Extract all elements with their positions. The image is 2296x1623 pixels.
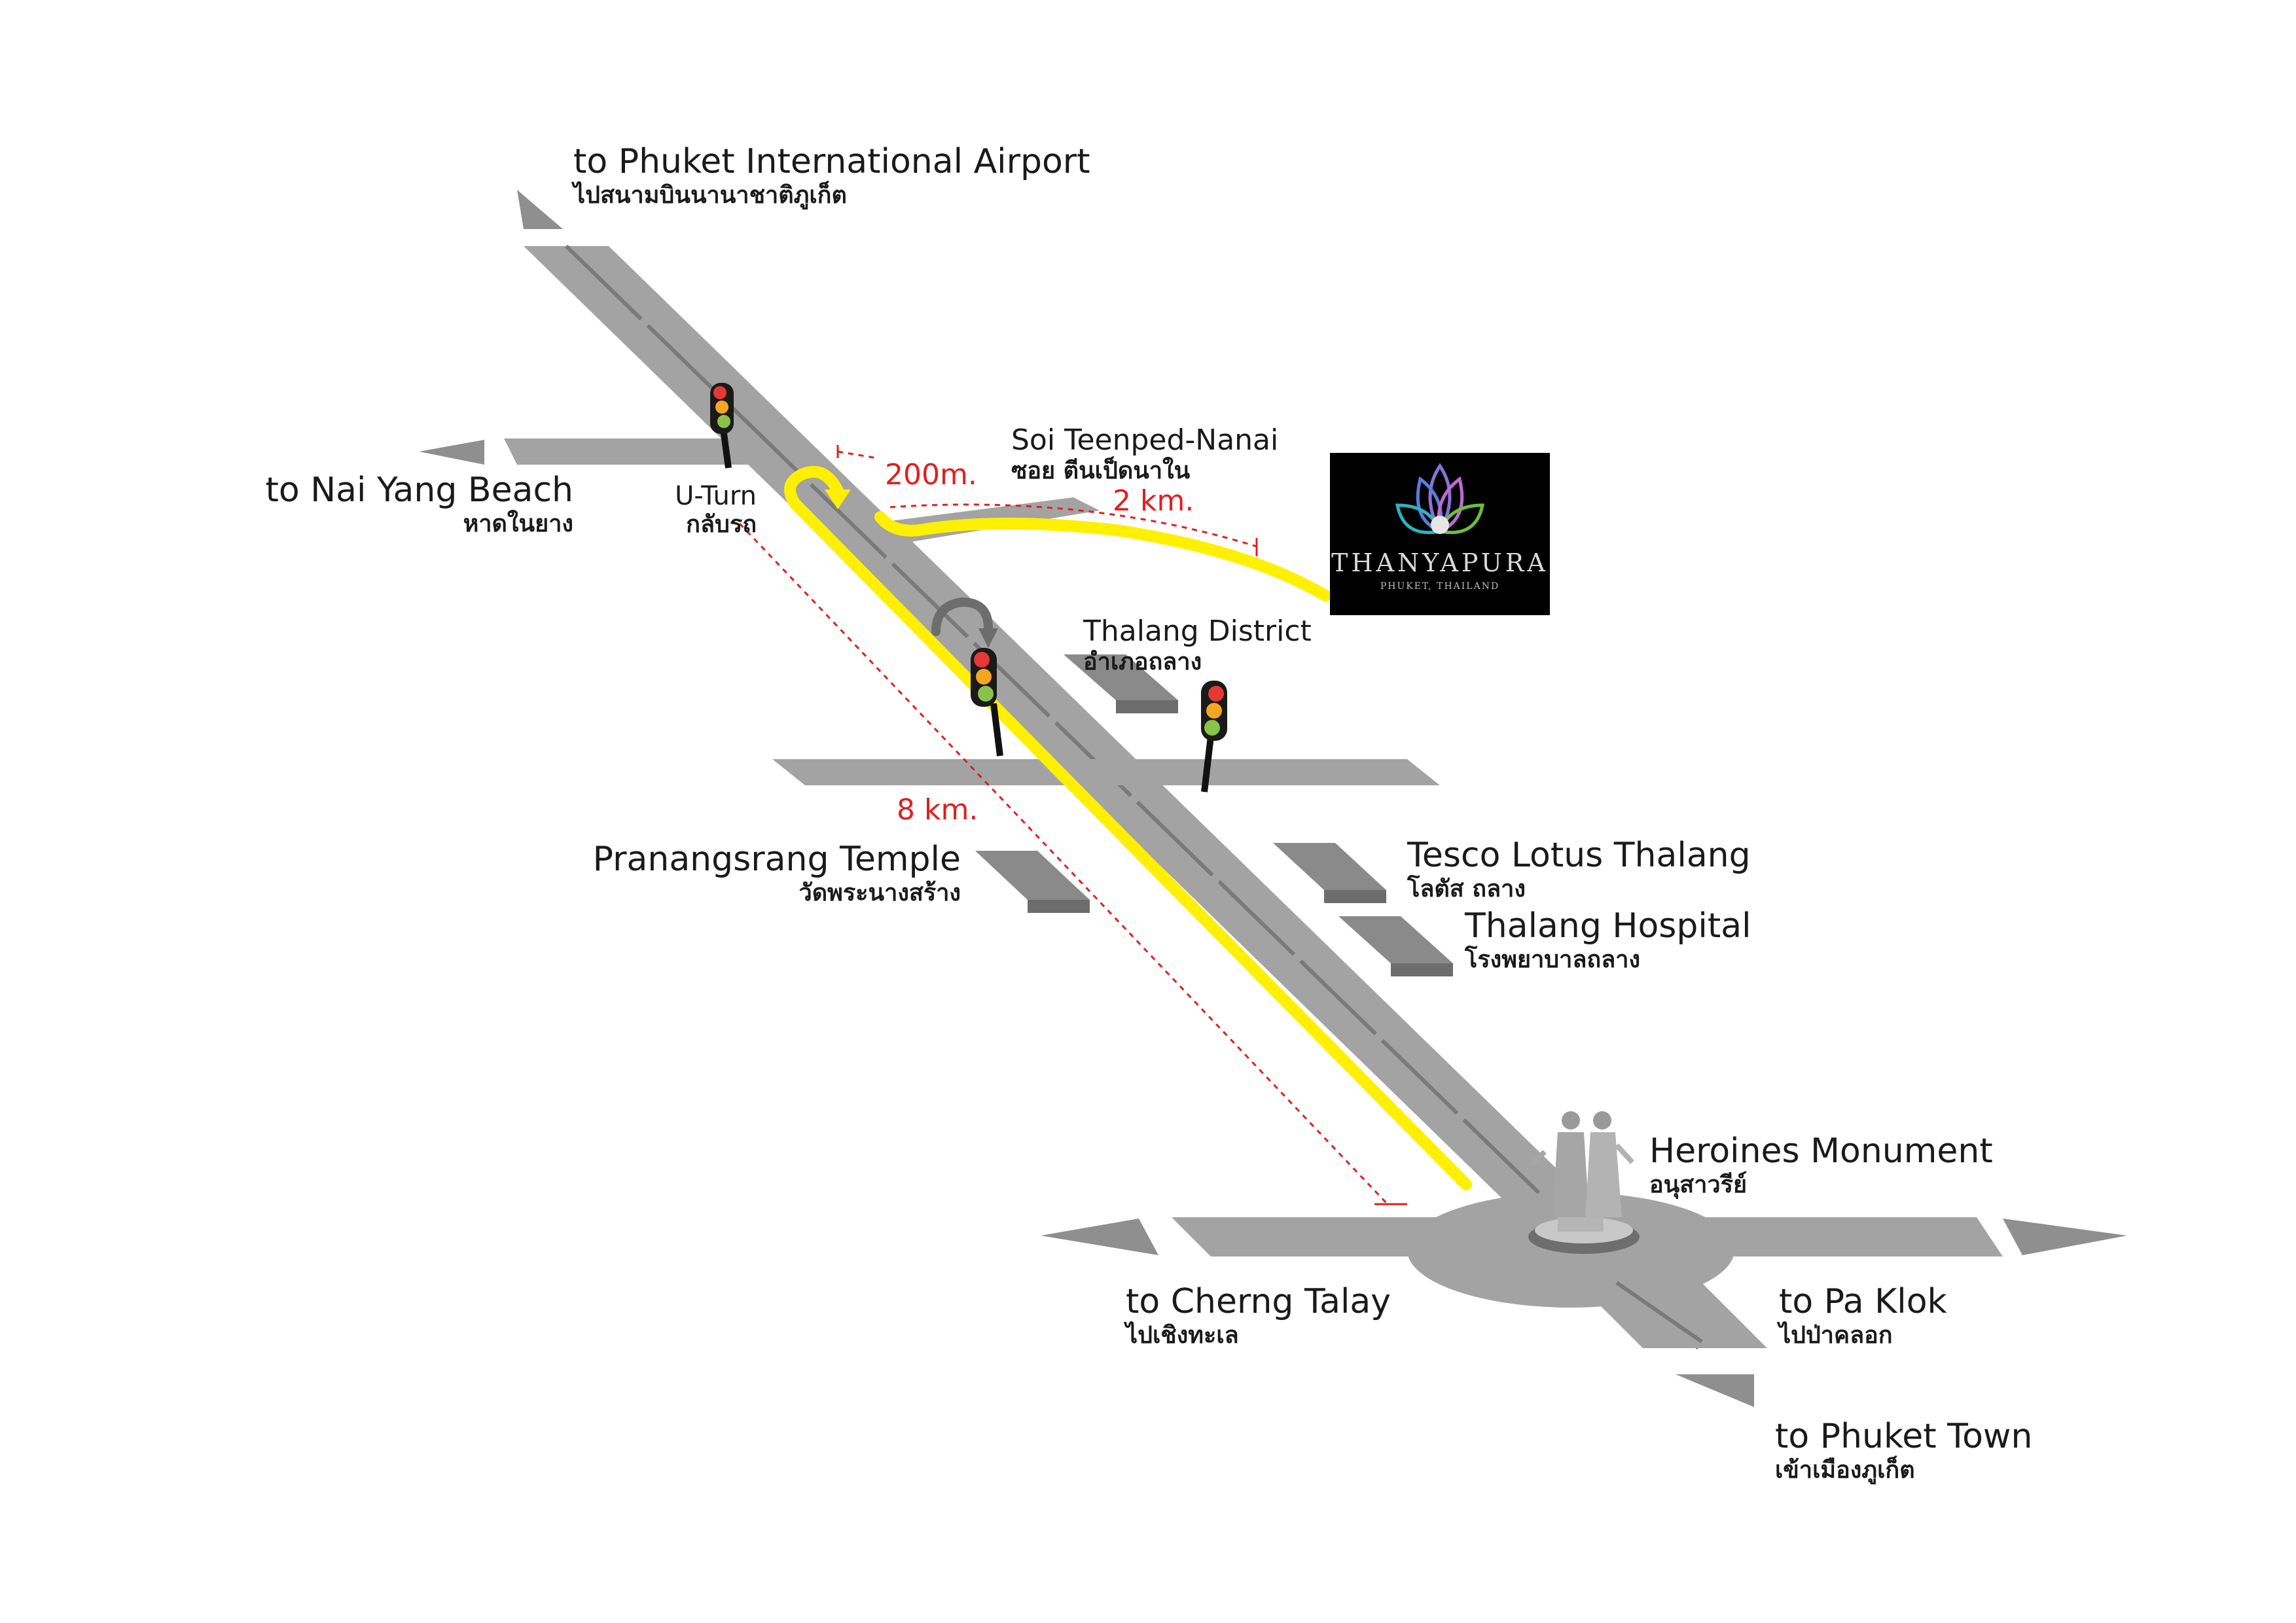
distance-8km: 8 km.	[897, 793, 978, 827]
thalang-district-building-side	[1116, 700, 1178, 713]
monument-label: Heroines Monument อนุสาวรีย์	[1649, 1132, 1993, 1198]
route-soi	[874, 511, 1331, 601]
distance-200m: 200m.	[885, 458, 977, 491]
phuket-town-label-en: to Phuket Town	[1775, 1417, 2033, 1456]
thalang-district-label-th: อำเภอถลาง	[1083, 648, 1202, 675]
temple-label-th: วัดพระนางสร้าง	[798, 879, 961, 906]
monument-statue-icon	[1528, 1111, 1640, 1254]
nai-yang-road	[504, 438, 753, 465]
temple-label: Pranangsrang Temple วัดพระนางสร้าง	[593, 840, 961, 906]
hospital-label: Thalang Hospital โรงพยาบาลถลาง	[1465, 906, 1751, 973]
grey-u-turn-arrow-icon	[931, 597, 993, 636]
hospital-building	[1338, 916, 1453, 963]
traffic-light-icon	[971, 648, 1003, 757]
highway-median	[564, 244, 1700, 1350]
traffic-light-icon	[1201, 681, 1227, 793]
lotus-logo-icon	[1395, 463, 1485, 535]
tesco-label: Tesco Lotus Thalang โลตัส ถลาง	[1407, 836, 1751, 902]
tesco-label-en: Tesco Lotus Thalang	[1407, 836, 1751, 875]
grey-u-turn-arrowhead	[978, 628, 998, 648]
route-uturn-arrowhead	[825, 490, 851, 509]
phuket-town-label-th: เข้าเมืองภูเก็ต	[1775, 1456, 1915, 1484]
thalang-district-label: Thalang District อำเภอถลาง	[1083, 615, 1312, 675]
cherng-talay-label-en: to Cherng Talay	[1126, 1282, 1391, 1321]
cherng-talay-road	[1172, 1217, 1532, 1257]
traffic-light-icon	[710, 383, 734, 469]
temple-label-en: Pranangsrang Temple	[592, 840, 961, 879]
monument-label-en: Heroines Monument	[1649, 1132, 1993, 1171]
u-turn-label-th: กลับรถ	[686, 511, 757, 538]
nai-yang-direction-arrow-icon	[419, 440, 484, 465]
u-turn-label-en: U-Turn	[675, 481, 757, 511]
hospital-building-side	[1391, 963, 1453, 976]
logo-brand-name: THANYAPURA	[1331, 548, 1549, 577]
distance-2km: 2 km.	[1113, 484, 1194, 518]
dimension-8km	[738, 522, 1407, 1205]
soi-label-th: ซอย ตีนเป็ดนาใน	[1011, 457, 1191, 484]
thalang-district-label-en: Thalang District	[1083, 615, 1312, 648]
tesco-building	[1273, 843, 1386, 890]
dimension-200m	[836, 445, 878, 459]
hospital-label-th: โรงพยาบาลถลาง	[1465, 946, 1641, 973]
logo-tagline: PHUKET, THAILAND	[1380, 581, 1500, 592]
cherng-talay-label: to Cherng Talay ไปเชิงทะเล	[1126, 1282, 1391, 1349]
main-highway	[524, 246, 1741, 1348]
cherng-talay-label-th: ไปเชิงทะเล	[1126, 1321, 1239, 1349]
thalang-district-building	[1064, 654, 1178, 700]
nai-yang-label-th: หาดในยาง	[463, 510, 573, 537]
airport-label: to Phuket International Airport ไปสนามบิ…	[573, 142, 1090, 209]
nai-yang-label: to Nai Yang Beach หาดในยาง	[265, 471, 573, 537]
airport-label-en: to Phuket International Airport	[573, 142, 1090, 181]
pa-klok-label-en: to Pa Klok	[1779, 1282, 1947, 1321]
tesco-label-th: โลตัส ถลาง	[1407, 875, 1526, 902]
hospital-label-en: Thalang Hospital	[1465, 906, 1751, 946]
airport-direction-arrow-icon	[517, 190, 563, 229]
temple-building-side	[1028, 900, 1090, 913]
thanyapura-logo: THANYAPURA PHUKET, THAILAND	[1330, 453, 1550, 615]
tesco-building-side	[1324, 890, 1386, 903]
cross-road-thalang	[772, 759, 1440, 785]
phuket-town-road	[1551, 1257, 1767, 1348]
nai-yang-label-en: to Nai Yang Beach	[265, 471, 573, 510]
temple-building	[975, 851, 1090, 900]
pa-klok-label: to Pa Klok ไปป่าคลอก	[1779, 1282, 1947, 1349]
phuket-town-label: to Phuket Town เข้าเมืองภูเก็ต	[1775, 1417, 2033, 1484]
dimension-2km	[889, 503, 1258, 556]
phuket-town-direction-arrow-icon	[1676, 1374, 1754, 1407]
monument-label-th: อนุสาวรีย์	[1649, 1171, 1748, 1198]
pa-klok-label-th: ไปป่าคลอก	[1779, 1321, 1893, 1349]
route-main	[784, 466, 1472, 1190]
soi-label-en: Soi Teenped-Nanai	[1011, 423, 1279, 457]
airport-label-th: ไปสนามบินนานาชาติภูเก็ต	[573, 181, 847, 209]
soi-label: Soi Teenped-Nanai ซอย ตีนเป็ดนาใน	[1011, 423, 1279, 484]
cherng-talay-direction-arrow-icon	[1041, 1219, 1158, 1255]
u-turn-label: U-Turn กลับรถ	[675, 481, 757, 538]
town-road-median	[1615, 1281, 1703, 1344]
pa-klok-road	[1636, 1217, 2003, 1257]
pa-klok-direction-arrow-icon	[2003, 1219, 2127, 1255]
